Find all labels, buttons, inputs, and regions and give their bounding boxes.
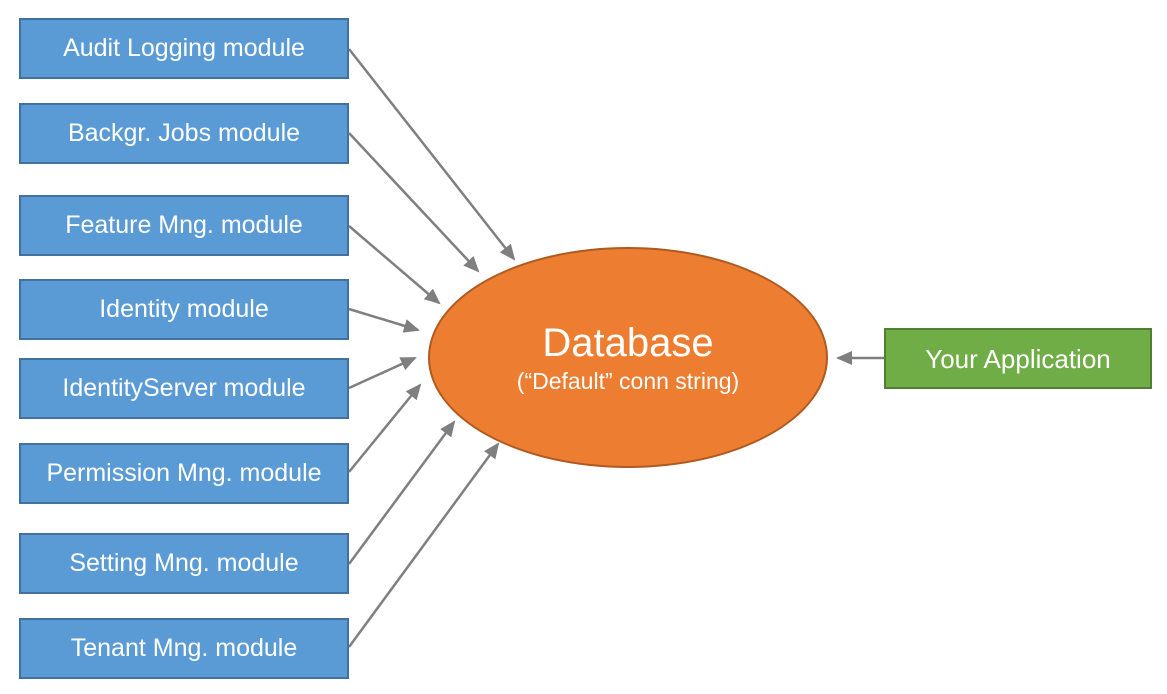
module-label-permission-mng: Permission Mng. module [46,459,322,487]
database-subtitle: (“Default” conn string) [516,367,740,394]
arrow-identityserver-to-database [348,356,417,390]
module-label-identityserver: IdentityServer module [62,374,306,402]
module-box-backgr-jobs: Backgr. Jobs module [19,103,349,164]
your-application-label: Your Application [925,343,1111,374]
arrow-feature-mng-to-database [348,225,441,305]
module-box-permission-mng: Permission Mng. module [19,443,349,504]
module-box-setting-mng: Setting Mng. module [19,533,349,594]
module-label-audit-logging: Audit Logging module [63,34,305,62]
database-title: Database [542,320,714,365]
module-label-tenant-mng: Tenant Mng. module [70,634,298,662]
module-box-identity: Identity module [19,279,349,340]
module-label-identity: Identity module [99,295,269,323]
arrow-tenant-mng-to-database [347,442,500,648]
arrow-backgr-jobs-to-database [348,132,480,273]
module-box-identityserver: IdentityServer module [19,358,349,419]
arrow-setting-mng-to-database [347,420,456,565]
database-ellipse: Database (“Default” conn string) [428,247,828,468]
module-box-feature-mng: Feature Mng. module [19,195,349,256]
module-label-backgr-jobs: Backgr. Jobs module [67,119,301,147]
arrow-identity-to-database [348,307,420,333]
module-label-feature-mng: Feature Mng. module [65,211,303,239]
module-box-tenant-mng: Tenant Mng. module [19,618,349,679]
arrow-permission-mng-to-database [348,383,422,473]
module-label-setting-mng: Setting Mng. module [69,549,299,577]
arrow-audit-logging-to-database [348,48,516,261]
your-application-box: Your Application [884,328,1152,389]
module-box-audit-logging: Audit Logging module [19,18,349,79]
